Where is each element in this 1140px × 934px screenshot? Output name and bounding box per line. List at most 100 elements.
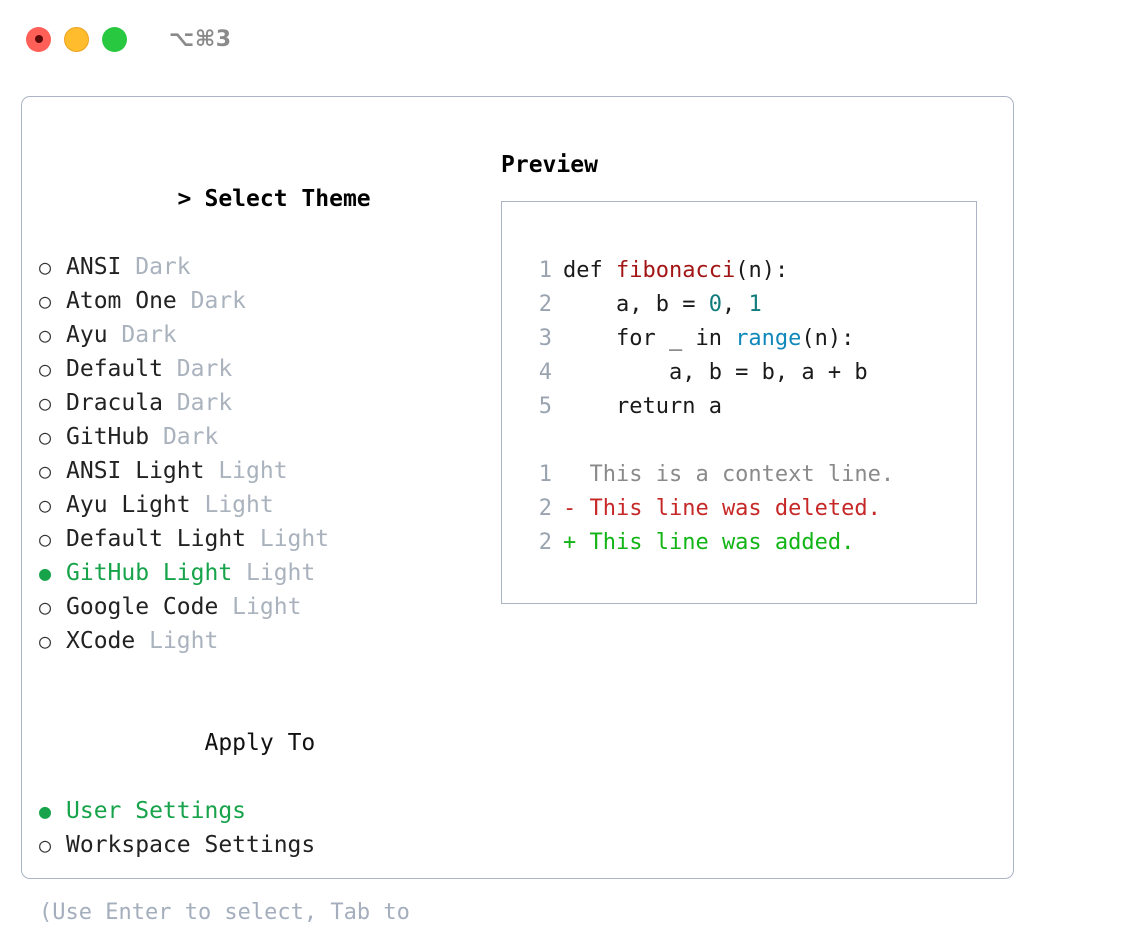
theme-option-ayu[interactable]: ○ Ayu Dark [39,318,499,352]
radio-unselected-icon: ○ [39,425,52,449]
apply-to-option-label: User Settings [66,798,247,824]
apply-to-option-label: Workspace Settings [66,832,316,858]
close-button-icon[interactable] [26,26,51,52]
diff-line-text: This is a context line. [563,462,895,487]
select-theme-heading-label: Select Theme [204,186,371,212]
theme-option-label: Ayu [66,322,108,348]
diff-line-add: 2 + This line was added. [522,526,976,560]
code-token-plain: for _ in [563,326,736,351]
code-line-number: 1 [538,258,552,283]
code-line: 4 a, b = b, a + b [522,356,976,390]
theme-option-dracula[interactable]: ○Dracula Dark [39,386,499,420]
theme-option-default[interactable]: ○Default Dark [39,352,499,386]
code-token-num: 1 [748,292,762,317]
theme-option-variant: Dark [149,424,219,450]
code-line-number: 2 [538,292,552,317]
theme-option-label: Ayu Light [66,492,191,518]
diff-sample: 1 This is a context line. 2 - This line wa… [522,458,976,560]
theme-option-github-light[interactable]: ● GitHub Light Light [39,556,499,590]
code-token-num: 0 [708,292,722,317]
cursor-marker-icon: > [177,186,192,212]
diff-line-text: + This line was added. [563,530,855,555]
code-line: 2 a, b = 0, 1 [522,288,976,322]
code-token-plain: return a [563,394,722,419]
radio-unselected-icon: ○ [39,527,52,551]
radio-unselected-icon: ○ [39,391,52,415]
theme-option-label: ANSI [66,254,122,280]
title-bar: ⌥⌘3 [0,0,1140,78]
apply-to-option-user-settings[interactable]: ●User Settings [39,794,499,828]
diff-line-number: 2 [538,530,552,555]
radio-unselected-icon: ○ [39,629,52,653]
theme-option-label: Atom One [66,288,177,314]
code-token-plain: a, b = b, a + b [563,360,868,385]
apply-to-heading-label: Apply To [204,730,316,756]
zoom-button-icon[interactable] [102,26,127,52]
radio-unselected-icon: ○ [39,323,52,347]
code-line-number: 3 [538,326,552,351]
code-token-plain: a, b = [563,292,709,317]
theme-option-variant: Light [135,628,219,654]
theme-option-xcode[interactable]: ○ XCode Light [39,624,499,658]
theme-option-variant: Dark [107,322,177,348]
list-spacer [39,658,499,692]
code-token-fn: fibonacci [615,258,736,283]
code-line-number: 5 [538,394,552,419]
theme-list[interactable]: ○ANSI Dark○Atom One Dark○Ayu Dark○Defaul… [39,250,499,658]
keyboard-shortcut-label: ⌥⌘3 [169,26,232,52]
apply-to-option-workspace-settings[interactable]: ○ Workspace Settings [39,828,499,862]
theme-option-ansi-light[interactable]: ○ ANSI Light Light [39,454,499,488]
code-token-plain: def [563,258,616,283]
theme-option-default-light[interactable]: ○ Default Light Light [39,522,499,556]
theme-option-atom-one[interactable]: ○ Atom One Dark [39,284,499,318]
diff-spacer [522,424,976,458]
radio-unselected-icon: ○ [39,459,52,483]
theme-option-variant: Light [204,458,288,484]
code-token-call: range [735,326,802,351]
select-theme-heading: > Select Theme [39,148,499,250]
theme-option-google-code[interactable]: ○Google Code Light [39,590,499,624]
radio-unselected-icon: ○ [39,357,52,381]
theme-option-variant: Dark [162,356,233,382]
theme-option-variant: Light [246,526,330,552]
theme-option-variant: Light [190,492,274,518]
radio-selected-icon: ● [39,561,52,585]
theme-option-label: Dracula [66,390,163,416]
diff-line-del: 2 - This line was deleted. [522,492,976,526]
apply-to-list[interactable]: ●User Settings ○ Workspace Settings [39,794,499,862]
theme-option-variant: Light [232,560,316,586]
radio-unselected-icon: ○ [39,833,52,857]
theme-option-label: GitHub [66,424,150,450]
theme-option-label: XCode [66,628,136,654]
theme-option-ansi[interactable]: ○ANSI Dark [39,250,499,284]
theme-option-variant: Dark [121,254,191,280]
code-token-plain: (n): [735,258,789,283]
theme-option-github[interactable]: ○ GitHub Dark [39,420,499,454]
theme-option-variant: Light [218,594,302,620]
diff-line-text: - This line was deleted. [563,496,881,521]
main-panel: >Select Theme ○ANSI Dark○Atom One Dark○A… [21,96,1014,925]
code-token-plain: , [721,292,749,317]
theme-option-label: ANSI Light [66,458,205,484]
theme-option-variant: Dark [176,288,247,314]
preview-heading: Preview [501,152,598,178]
code-token-plain: (n): [801,326,855,351]
radio-unselected-icon: ○ [39,493,52,517]
diff-line-number: 1 [538,462,552,487]
theme-option-ayu-light[interactable]: ○ Ayu Light Light [39,488,499,522]
theme-option-label: GitHub Light [66,560,233,586]
diff-line-number: 2 [538,496,552,521]
theme-option-label: Default Light [66,526,247,552]
theme-option-label: Google Code [66,594,219,620]
code-line: 5 return a [522,390,976,424]
code-line: 1 def fibonacci(n): [522,254,976,288]
diff-line-ctx: 1 This is a context line. [522,458,976,492]
radio-unselected-icon: ○ [39,289,52,313]
apply-to-heading: Apply To [39,692,499,794]
minimize-button-icon[interactable] [64,26,89,52]
keyboard-hint-text: (Use Enter to select, Tab to change focu… [39,900,410,925]
